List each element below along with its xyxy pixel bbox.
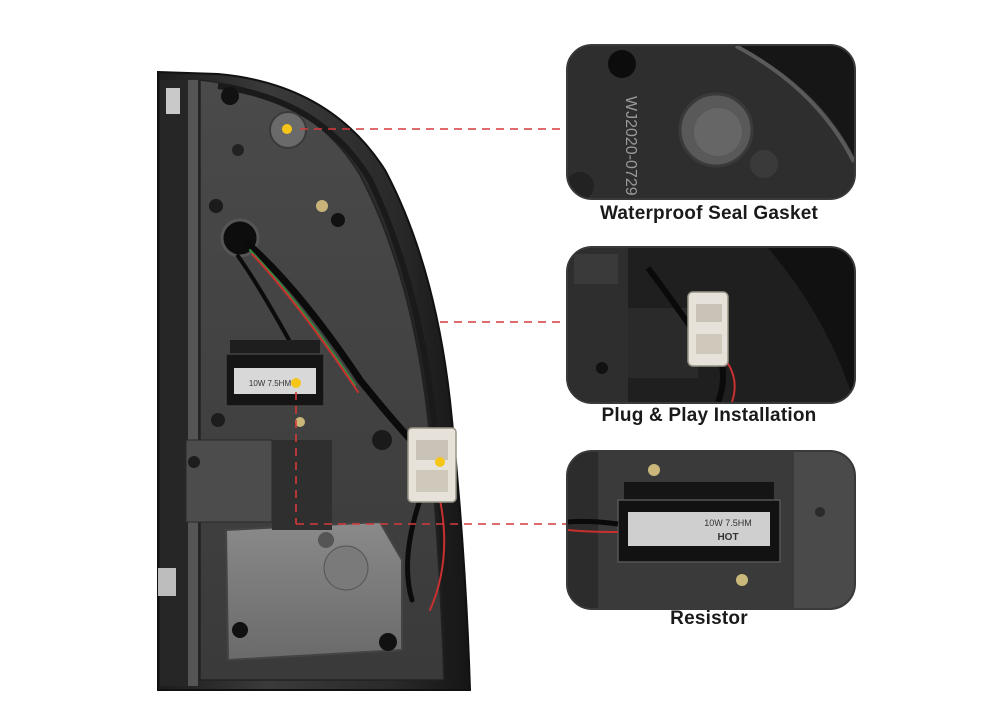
leader-lines [295,128,566,525]
plug-connector [407,427,457,503]
callout-markers [282,124,445,467]
bulb-module [185,439,403,662]
mold-code-text: WJ2020-0729 [622,96,639,196]
callout-label-resistor: Resistor [670,608,748,629]
resistor-detail: 10W 7.5HM HOT [566,450,856,610]
resistor-unit: 10W 7.5HM [225,340,325,407]
mounting-holes [188,87,392,468]
resistor-marking: 10W 7.5HM [249,379,292,388]
plug-play-detail [566,246,856,404]
callout-label-seal-gasket: Waterproof Seal Gasket [599,203,819,224]
seal-gasket-detail: WJ2020-0729 [566,44,856,200]
resistor-rating-text: 10W 7.5HM [704,518,752,528]
resistor-hot-text: HOT [717,532,738,543]
callout-label-plug-play: Plug & Play Installation [601,405,817,426]
